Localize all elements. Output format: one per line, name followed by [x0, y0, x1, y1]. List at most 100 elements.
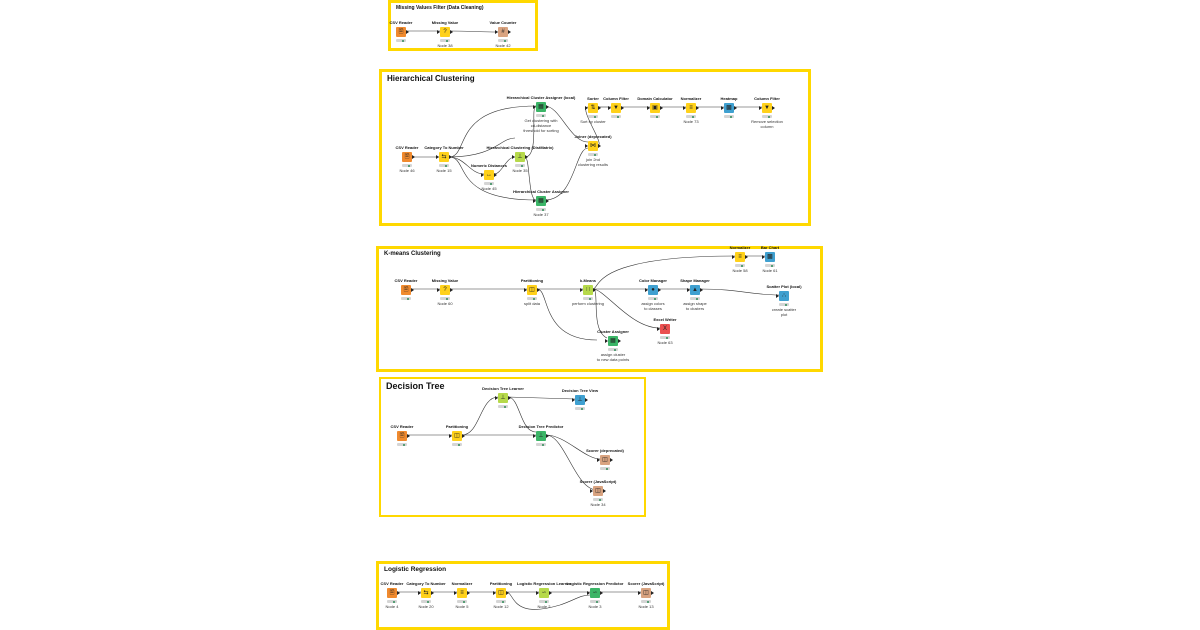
- partition-icon: ◫: [454, 433, 460, 439]
- status-indicator: [779, 303, 789, 306]
- connection: [592, 288, 661, 329]
- normalize-icon: ≡: [689, 105, 693, 111]
- node-scorer-javascript[interactable]: Scorer (JavaScript) ◫ Node 13: [627, 581, 665, 609]
- node-color-manager[interactable]: Color Manager ● assign colors to classes: [638, 278, 667, 311]
- connection: [507, 396, 576, 400]
- status-indicator: [590, 600, 600, 603]
- node-csv-reader[interactable]: CSV Reader 🗎 Node 46: [395, 145, 419, 173]
- scorer-icon: ◫: [595, 488, 601, 494]
- connection: [544, 147, 589, 201]
- node-decision-tree-learner[interactable]: Decision Tree Learner ⊥: [468, 386, 538, 409]
- status-indicator: [686, 115, 696, 118]
- status-indicator: [402, 164, 412, 167]
- bar-chart-icon: ▩: [767, 254, 773, 260]
- node-csv-reader[interactable]: CSV Reader 🗎: [371, 278, 441, 301]
- node-cluster-assigner[interactable]: Cluster Assigner ▦ assign cluster to new…: [596, 329, 630, 362]
- node-missing-value[interactable]: Missing Value ? Node 38: [431, 20, 459, 48]
- connection: [448, 137, 516, 158]
- node-partitioning[interactable]: Partitioning ◫ split data: [520, 278, 544, 306]
- node-logistic-regression-predictor[interactable]: Logistic Regression Predictor ∽ Node 3: [566, 581, 624, 609]
- file-icon: 🗎: [399, 433, 405, 439]
- learner-icon: ∽: [541, 590, 547, 596]
- node-k-means[interactable]: k-Means ∷ perform clustering: [571, 278, 604, 306]
- file-icon: 🗎: [403, 287, 409, 293]
- normalize-icon: ≡: [460, 590, 464, 596]
- distance-icon: ↔: [486, 172, 492, 178]
- join-icon: ⋈: [590, 143, 596, 149]
- node-normalizer[interactable]: Normalizer ≡ Node 58: [729, 245, 751, 273]
- status-indicator: [484, 182, 494, 185]
- node-category-to-number[interactable]: Category To Number ⇆ Node 20: [406, 581, 446, 609]
- status-indicator: [660, 336, 670, 339]
- status-indicator: [588, 153, 598, 156]
- annotation-title: Hierarchical Clustering: [387, 74, 475, 83]
- annotation-title: K-means Clustering: [384, 251, 441, 257]
- node-sorter[interactable]: Sorter ⇅ Sort by cluster: [580, 96, 606, 124]
- annotation-missing-values-filter[interactable]: Missing Values Filter (Data Cleaning): [388, 0, 538, 51]
- status-indicator: [765, 264, 775, 267]
- status-indicator: [421, 600, 431, 603]
- filter-icon: ▼: [764, 105, 770, 111]
- tree-icon: ⊥: [500, 395, 506, 401]
- node-domain-calculator[interactable]: Domain Calculator ▣: [620, 96, 690, 119]
- connection: [505, 591, 591, 610]
- node-numeric-distances[interactable]: Numeric Distances ↔ Node 45: [470, 163, 507, 191]
- connection: [536, 288, 598, 341]
- status-indicator: [611, 115, 621, 118]
- node-shape-manager[interactable]: Shape Manager ▲ assign shape to clusters: [680, 278, 710, 311]
- status-indicator: [439, 164, 449, 167]
- node-csv-reader[interactable]: CSV Reader 🗎: [367, 424, 437, 447]
- node-logistic-regression-learner[interactable]: Logistic Regression Learner ∽ Node 2: [516, 581, 571, 609]
- node-hierarchical-cluster-assigner[interactable]: Hierarchical Cluster Assigner ▦ Node 37: [513, 189, 569, 217]
- status-indicator: [588, 115, 598, 118]
- node-hierarchical-clustering-distmatrix[interactable]: Hierarchical Clustering (DistMatrix) ⊥ N…: [486, 145, 554, 173]
- node-scorer-deprecated[interactable]: Scorer (deprecated) ◫: [570, 448, 640, 471]
- status-indicator: [641, 600, 651, 603]
- node-value-counter[interactable]: Value Counter # Node 42: [489, 20, 517, 48]
- annotation-kmeans-clustering[interactable]: K-means Clustering: [376, 246, 823, 372]
- node-csv-reader[interactable]: CSV Reader 🗎 Node 4: [380, 581, 404, 609]
- node-partitioning[interactable]: Partitioning ◫: [422, 424, 492, 447]
- status-indicator: [536, 208, 546, 211]
- file-icon: 🗎: [389, 590, 395, 596]
- node-normalizer[interactable]: Normalizer ≡ Node 73: [680, 96, 702, 124]
- status-indicator: [536, 443, 546, 446]
- assign-icon: ▦: [610, 338, 616, 344]
- connection: [448, 105, 537, 158]
- status-indicator: [396, 39, 406, 42]
- status-indicator: [600, 467, 610, 470]
- node-bar-chart[interactable]: Bar Chart ▩ Node 61: [760, 245, 780, 273]
- annotation-hierarchical-clustering[interactable]: Hierarchical Clustering: [379, 69, 811, 226]
- node-normalizer[interactable]: Normalizer ≡ Node 5: [451, 581, 473, 609]
- status-indicator: [440, 39, 450, 42]
- status-indicator: [515, 164, 525, 167]
- status-indicator: [527, 297, 537, 300]
- node-column-filter[interactable]: Column Filter ▼ Remove selection column: [751, 96, 783, 129]
- node-joiner[interactable]: Joiner (deprecated) ⋈ join 2nd clusterin…: [574, 134, 612, 167]
- status-indicator: [496, 600, 506, 603]
- node-csv-reader[interactable]: CSV Reader 🗎: [366, 20, 436, 43]
- node-decision-tree-predictor[interactable]: Decision Tree Predictor ⊥: [506, 424, 576, 447]
- node-missing-value[interactable]: Missing Value ? Node 60: [431, 278, 459, 306]
- convert-icon: ⇆: [423, 590, 429, 596]
- node-excel-writer[interactable]: Excel Writer X Node 63: [653, 317, 677, 345]
- node-category-to-number[interactable]: Category To Number ⇆ Node 15: [424, 145, 464, 173]
- annotation-decision-tree[interactable]: Decision Tree: [379, 377, 646, 517]
- status-indicator: [575, 407, 585, 410]
- convert-icon: ⇆: [441, 154, 447, 160]
- status-indicator: [583, 297, 593, 300]
- annotation-logistic-regression[interactable]: Logistic Regression: [376, 561, 670, 630]
- node-heatmap[interactable]: Heatmap ▩: [694, 96, 764, 119]
- node-hierarchical-cluster-assigner-local[interactable]: Hierarchical Cluster Assigner (local) ▦ …: [506, 95, 576, 133]
- node-scorer-javascript[interactable]: Scorer (JavaScript) ◫ Node 34: [579, 479, 617, 507]
- node-scatter-plot[interactable]: Scatter Plot (local) ∴ create scatter pl…: [766, 284, 802, 317]
- annotation-title: Decision Tree: [386, 381, 445, 391]
- node-partitioning[interactable]: Partitioning ◫ Node 12: [489, 581, 513, 609]
- connection: [448, 156, 537, 201]
- partition-icon: ◫: [498, 590, 504, 596]
- node-column-filter[interactable]: Column Filter ▼: [581, 96, 651, 119]
- predict-icon: ∽: [592, 590, 598, 596]
- node-decision-tree-view[interactable]: Decision Tree View ⊥: [545, 388, 615, 411]
